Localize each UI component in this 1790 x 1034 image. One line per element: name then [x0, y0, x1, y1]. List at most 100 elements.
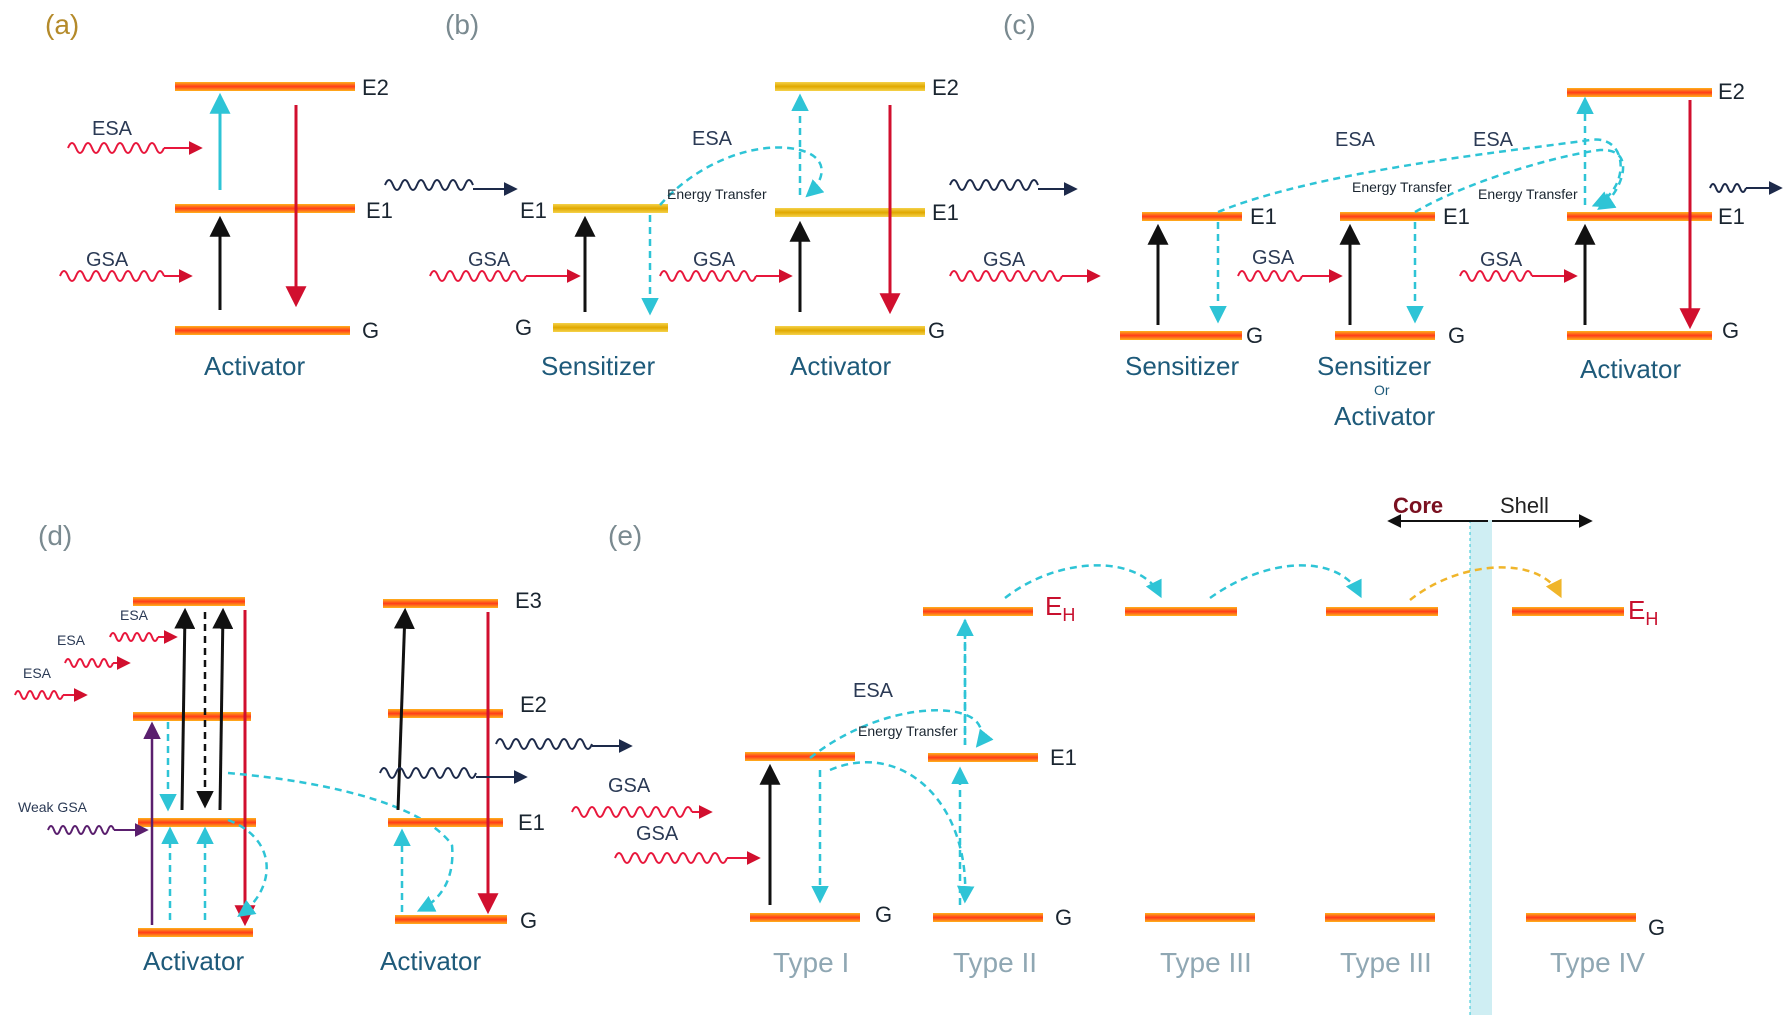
label-g-activator: G	[928, 318, 945, 343]
gsa-label: GSA	[86, 249, 129, 271]
d1-esa-label-3: ESA	[23, 665, 52, 681]
type2-g	[933, 913, 1043, 922]
panel-d: (d) ESA ESA ESA Weak GSA Activator E3 E2	[14, 520, 633, 976]
c-gsa-photon-wave-1	[949, 270, 1063, 282]
activator-gsa-photon-wave	[659, 270, 757, 282]
c-ion-activator-alt: Activator	[1334, 401, 1435, 431]
type4-eh	[1512, 607, 1624, 616]
c-label-e2-act: E2	[1718, 79, 1745, 104]
c-energy-transfer-label-2: Energy Transfer	[1478, 186, 1578, 202]
type1-label-g: G	[875, 902, 892, 927]
d1-cross-transfer	[227, 771, 454, 846]
d2-emission-wave-1	[379, 767, 477, 779]
type3b-label: Type III	[1340, 947, 1432, 978]
d1-esa-wave-2	[64, 658, 114, 668]
ion-sensitizer: Sensitizer	[541, 351, 655, 381]
activator-esa-label: ESA	[692, 128, 733, 150]
type2-e1	[928, 753, 1038, 762]
d1-level-g	[138, 928, 253, 937]
type2-eh	[923, 607, 1033, 616]
label-e1-sensitizer: E1	[520, 198, 547, 223]
esa-label: ESA	[92, 118, 133, 140]
e-gsa-label-1: GSA	[608, 775, 651, 797]
d1-level-mid	[133, 712, 251, 721]
core-label: Core	[1393, 493, 1443, 518]
c-ion-activator: Activator	[1580, 354, 1681, 384]
d2-label-e1: E1	[518, 810, 545, 835]
level-g	[175, 326, 350, 335]
label-e1-activator: E1	[932, 200, 959, 225]
panel-d-label: (d)	[38, 520, 72, 551]
d2-label-e2: E2	[520, 692, 547, 717]
type2-energy-transfer-1	[809, 709, 994, 759]
type2-label-eh: EH	[1045, 591, 1075, 625]
core-shell-interface	[1470, 520, 1492, 1015]
d2-level-e2	[388, 709, 503, 718]
c-energy-transfer-label-1: Energy Transfer	[1352, 179, 1452, 195]
c-label-e1-act: E1	[1718, 204, 1745, 229]
type4-label-g: G	[1648, 915, 1665, 940]
type2-label-e1: E1	[1050, 745, 1077, 770]
c-sensitizer2-e1	[1340, 212, 1435, 221]
type2-energy-transfer-2	[829, 761, 975, 904]
activator-level-e1	[775, 208, 925, 217]
type3b-migration	[1209, 564, 1362, 600]
type3a-g	[1145, 913, 1255, 922]
c-label-g-act: G	[1722, 318, 1739, 343]
c-emission-photon-wave-left	[949, 179, 1039, 191]
type1-label: Type I	[773, 947, 849, 978]
panel-e: (e) Core Shell G Type I EH E1 G ESA Ener…	[571, 493, 1665, 1015]
sensitizer-level-g	[553, 323, 668, 332]
c-gsa-label-2: GSA	[1252, 247, 1295, 269]
c-gsa-label-1: GSA	[983, 249, 1026, 271]
c-label-e1-s1: E1	[1250, 204, 1277, 229]
c-ion-sensitizer-2: Sensitizer	[1317, 351, 1431, 381]
energy-transfer-label: Energy Transfer	[667, 186, 767, 202]
d1-esa-arrow-2	[212, 607, 234, 811]
d2-esa-arrow	[393, 607, 415, 811]
emission-photon-wave-left	[384, 179, 474, 191]
label-e2-activator: E2	[932, 75, 959, 100]
c-energy-transfer-1	[1217, 138, 1622, 214]
activator-level-e2	[775, 82, 925, 91]
d1-level-top	[133, 597, 245, 606]
panel-b: (b) E1 G GSA Sensitizer E2 E1 G ESA Ener…	[384, 9, 959, 381]
label-e1: E1	[366, 198, 393, 223]
d2-cyan-curve	[416, 844, 454, 912]
panel-e-label: (e)	[608, 520, 642, 551]
type4-g	[1526, 913, 1636, 922]
level-e1	[175, 204, 355, 213]
c-label-g-s1: G	[1246, 323, 1263, 348]
shell-label: Shell	[1500, 493, 1549, 518]
c-ion-sensitizer-1: Sensitizer	[1125, 351, 1239, 381]
c-label-e1-s2: E1	[1443, 204, 1470, 229]
d1-esa-label-1: ESA	[120, 607, 149, 623]
c-gsa-photon-wave-2	[1237, 270, 1303, 282]
panel-a-label: (a)	[45, 9, 79, 40]
ion-activator-b: Activator	[790, 351, 891, 381]
type4-label: Type IV	[1550, 947, 1645, 978]
c-sensitizer1-g	[1120, 331, 1242, 340]
e-gsa-wave-2	[614, 852, 728, 864]
c-esa-label-1: ESA	[1335, 129, 1376, 151]
energy-transfer-arrow	[659, 146, 825, 206]
type3b-g	[1325, 913, 1435, 922]
c-or-label: Or	[1374, 382, 1390, 398]
d1-esa-wave-1	[109, 632, 159, 642]
type2-esa-label: ESA	[853, 680, 894, 702]
d2-level-g	[395, 915, 507, 924]
d1-level-e1	[138, 818, 256, 827]
c-gsa-photon-wave-3	[1459, 270, 1533, 282]
d2-level-e3	[383, 599, 498, 608]
type3a-migration	[1004, 564, 1162, 599]
d1-esa-arrow-1	[174, 607, 196, 811]
c-activator-e1	[1567, 212, 1712, 221]
d2-ion-activator: Activator	[380, 946, 481, 976]
d1-weak-gsa-wave	[47, 825, 115, 835]
d1-esa-label-2: ESA	[57, 632, 86, 648]
type3a-eh	[1125, 607, 1237, 616]
sensitizer-gsa-photon-wave	[429, 270, 527, 282]
ion-activator: Activator	[204, 351, 305, 381]
d1-esa-wave-3	[14, 690, 64, 700]
d1-weak-gsa-label: Weak GSA	[18, 799, 88, 815]
